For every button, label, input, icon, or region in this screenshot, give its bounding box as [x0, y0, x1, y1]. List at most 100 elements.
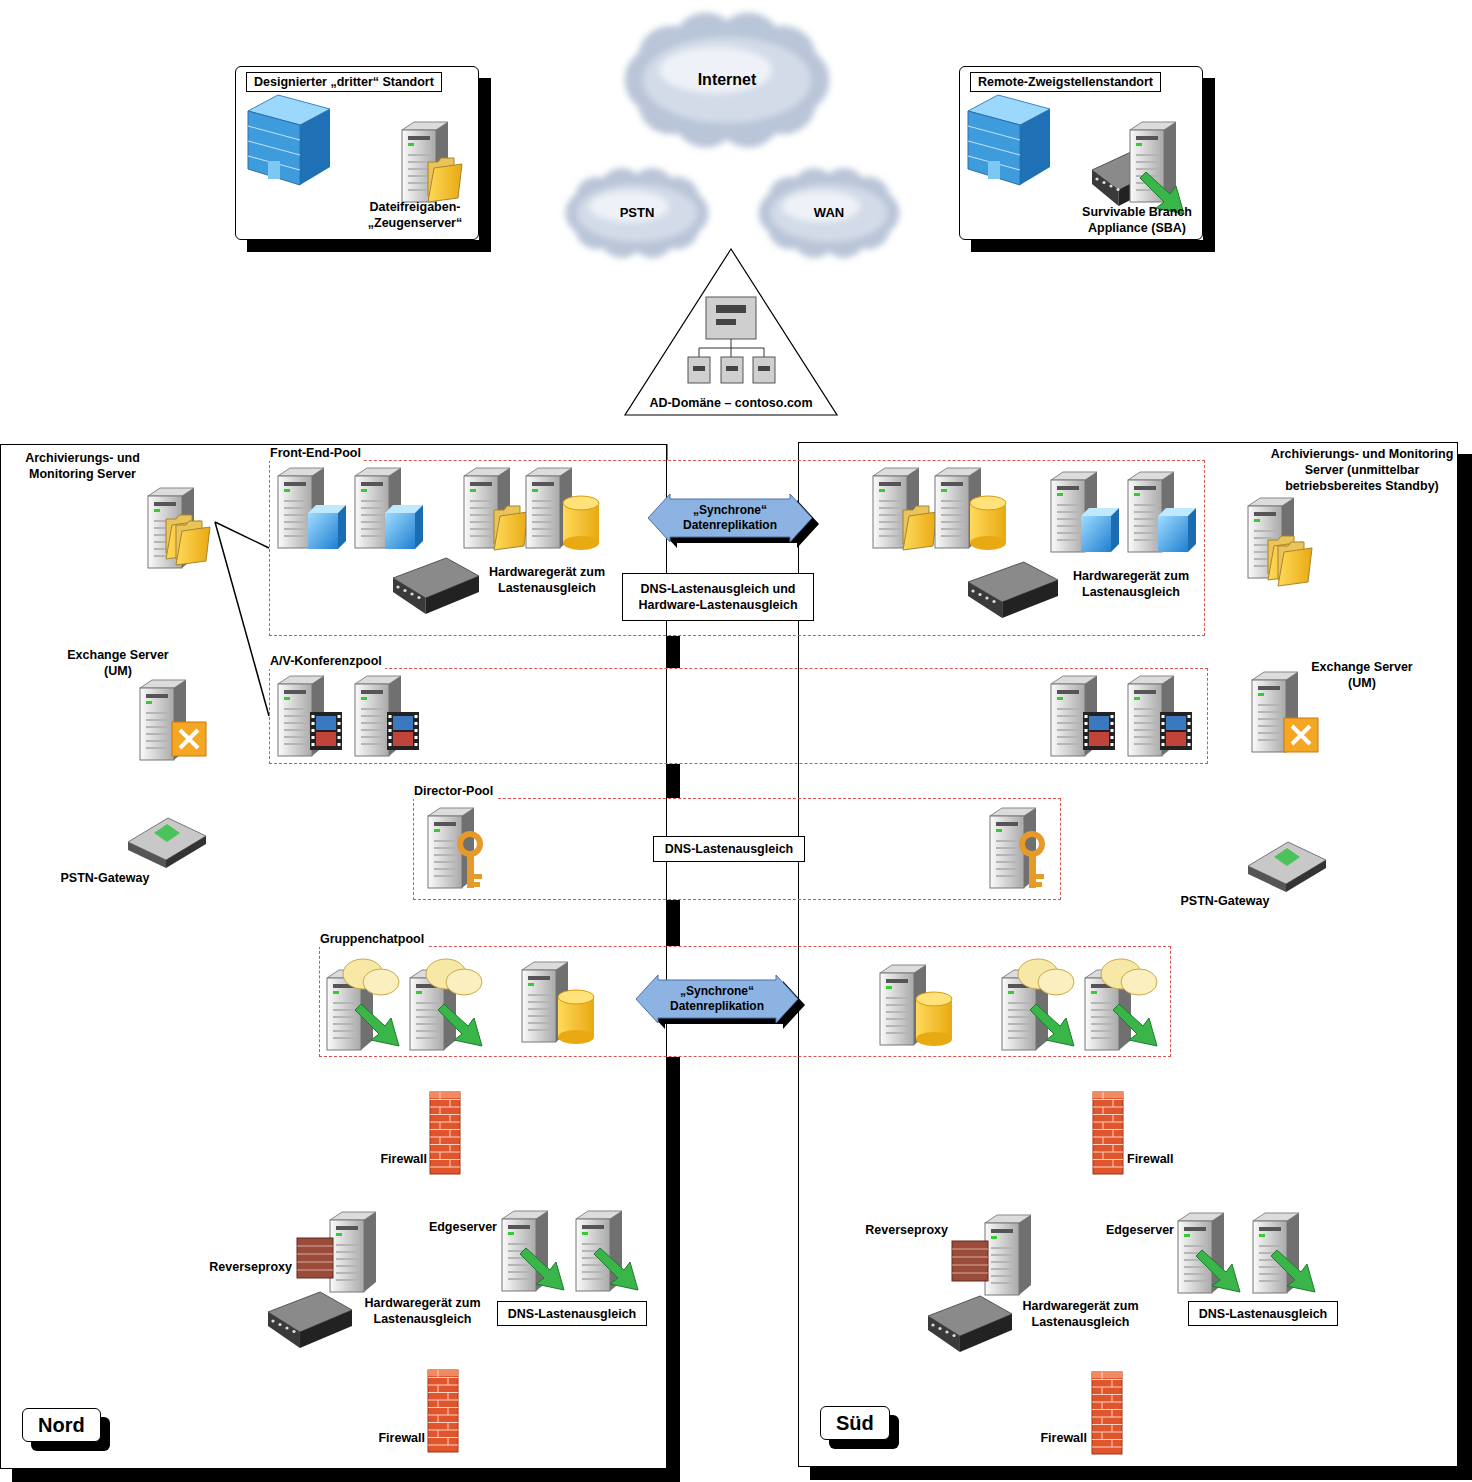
cloud-highlight — [782, 191, 860, 222]
server-front — [873, 476, 907, 548]
server-vent — [146, 740, 168, 742]
cube-side — [1111, 508, 1119, 552]
brick-joint — [952, 1265, 988, 1266]
loadbalancer-front — [928, 1316, 960, 1352]
cube-front — [1081, 516, 1111, 552]
server-slot — [528, 976, 550, 980]
brick-joint — [450, 1100, 451, 1108]
server-vent — [996, 861, 1018, 863]
server-vent — [508, 1243, 530, 1245]
brick-joint — [450, 1115, 451, 1123]
film-picture — [316, 716, 336, 730]
brick-joint — [1093, 1159, 1123, 1160]
film-hole — [389, 722, 392, 725]
proxy-wall — [952, 1241, 988, 1281]
server-vent — [284, 722, 306, 724]
server-vent — [408, 182, 430, 184]
icon-label: PSTN-Gateway — [50, 870, 160, 886]
loadbalancer-side — [960, 1314, 1012, 1352]
server-vent — [284, 528, 306, 530]
server-vent — [879, 514, 901, 516]
server-slot — [532, 482, 554, 486]
brick-joint — [1092, 1432, 1122, 1433]
brick-joint — [440, 1152, 441, 1160]
film-picture — [316, 732, 336, 746]
label-slot: Exchange Server (UM) — [58, 647, 178, 679]
brick-joint — [450, 1160, 451, 1168]
film-picture — [1089, 732, 1109, 746]
brick-joint — [430, 1167, 460, 1168]
server-vent — [1057, 708, 1079, 710]
brick-joint — [440, 1137, 441, 1145]
server-vent — [879, 521, 901, 523]
server-slot — [1136, 136, 1158, 140]
server-vent — [528, 1008, 550, 1010]
server-vent — [1259, 1266, 1281, 1268]
brick-joint — [1112, 1440, 1113, 1448]
loadbalancer-front — [1092, 170, 1119, 206]
server-front — [990, 816, 1024, 888]
server-vent — [582, 1271, 604, 1273]
film-hole — [312, 722, 315, 725]
server-vent — [532, 514, 554, 516]
server-front — [1252, 680, 1286, 752]
port — [938, 1327, 941, 1330]
server-vent — [1184, 1273, 1206, 1275]
server-vent — [508, 1278, 530, 1280]
icon-label: Edgeserver — [405, 1219, 497, 1235]
brick-joint — [430, 1159, 460, 1160]
brick-joint — [1103, 1137, 1104, 1145]
brick-joint — [448, 1393, 449, 1401]
server-led — [434, 829, 440, 832]
film-hole — [1111, 729, 1114, 732]
server-vent — [582, 1243, 604, 1245]
server-vent — [1184, 1245, 1206, 1247]
brick-joint — [1103, 1152, 1104, 1160]
film-picture — [1089, 716, 1109, 730]
brick-joint — [1092, 1409, 1122, 1410]
folder-front — [494, 512, 528, 550]
server-vent — [1091, 1009, 1113, 1011]
server-slot — [1057, 690, 1079, 694]
server-vent — [879, 535, 901, 537]
cloud-text: PSTN — [620, 205, 655, 221]
sync-text: „Synchrone“ Datenreplikation — [657, 984, 777, 1014]
domain-slot — [726, 366, 738, 371]
server-vent — [886, 1011, 908, 1013]
port — [417, 596, 420, 599]
brick-joint — [450, 1130, 451, 1138]
brick-joint — [430, 1114, 460, 1115]
brick-joint — [1103, 1092, 1104, 1100]
arrow-body — [636, 975, 798, 1023]
film-hole — [1188, 729, 1191, 732]
key-bit — [474, 874, 482, 879]
server-led — [996, 829, 1002, 832]
brick-joint — [428, 1392, 458, 1393]
server-vent — [1259, 1273, 1281, 1275]
server-vent — [1184, 1266, 1206, 1268]
folder-front — [1278, 548, 1312, 586]
film-frame — [1160, 712, 1192, 750]
green-arrow — [438, 1004, 482, 1046]
icon-label: Hardwaregerät zum Lastenausgleich — [1062, 568, 1200, 600]
film-hole — [1085, 736, 1088, 739]
brick-joint — [1102, 1402, 1103, 1410]
server-vent — [991, 1268, 1013, 1270]
film-hole — [1085, 743, 1088, 746]
server-vent — [1134, 729, 1156, 731]
server-vent — [336, 1279, 358, 1281]
region-text: Süd — [820, 1406, 890, 1440]
firewall-wall — [1093, 1092, 1123, 1174]
server-slot — [1134, 690, 1156, 694]
brick-joint — [1092, 1447, 1122, 1448]
server-vent — [361, 722, 383, 724]
server-led — [886, 986, 892, 989]
server-vent — [1258, 711, 1280, 713]
server-vent — [333, 1002, 355, 1004]
icon-label: Exchange Server (UM) — [1302, 659, 1422, 691]
port — [396, 585, 399, 588]
server-slot — [1258, 686, 1280, 690]
server-vent — [1057, 532, 1079, 534]
port — [1095, 177, 1098, 180]
server-led — [1254, 519, 1260, 522]
